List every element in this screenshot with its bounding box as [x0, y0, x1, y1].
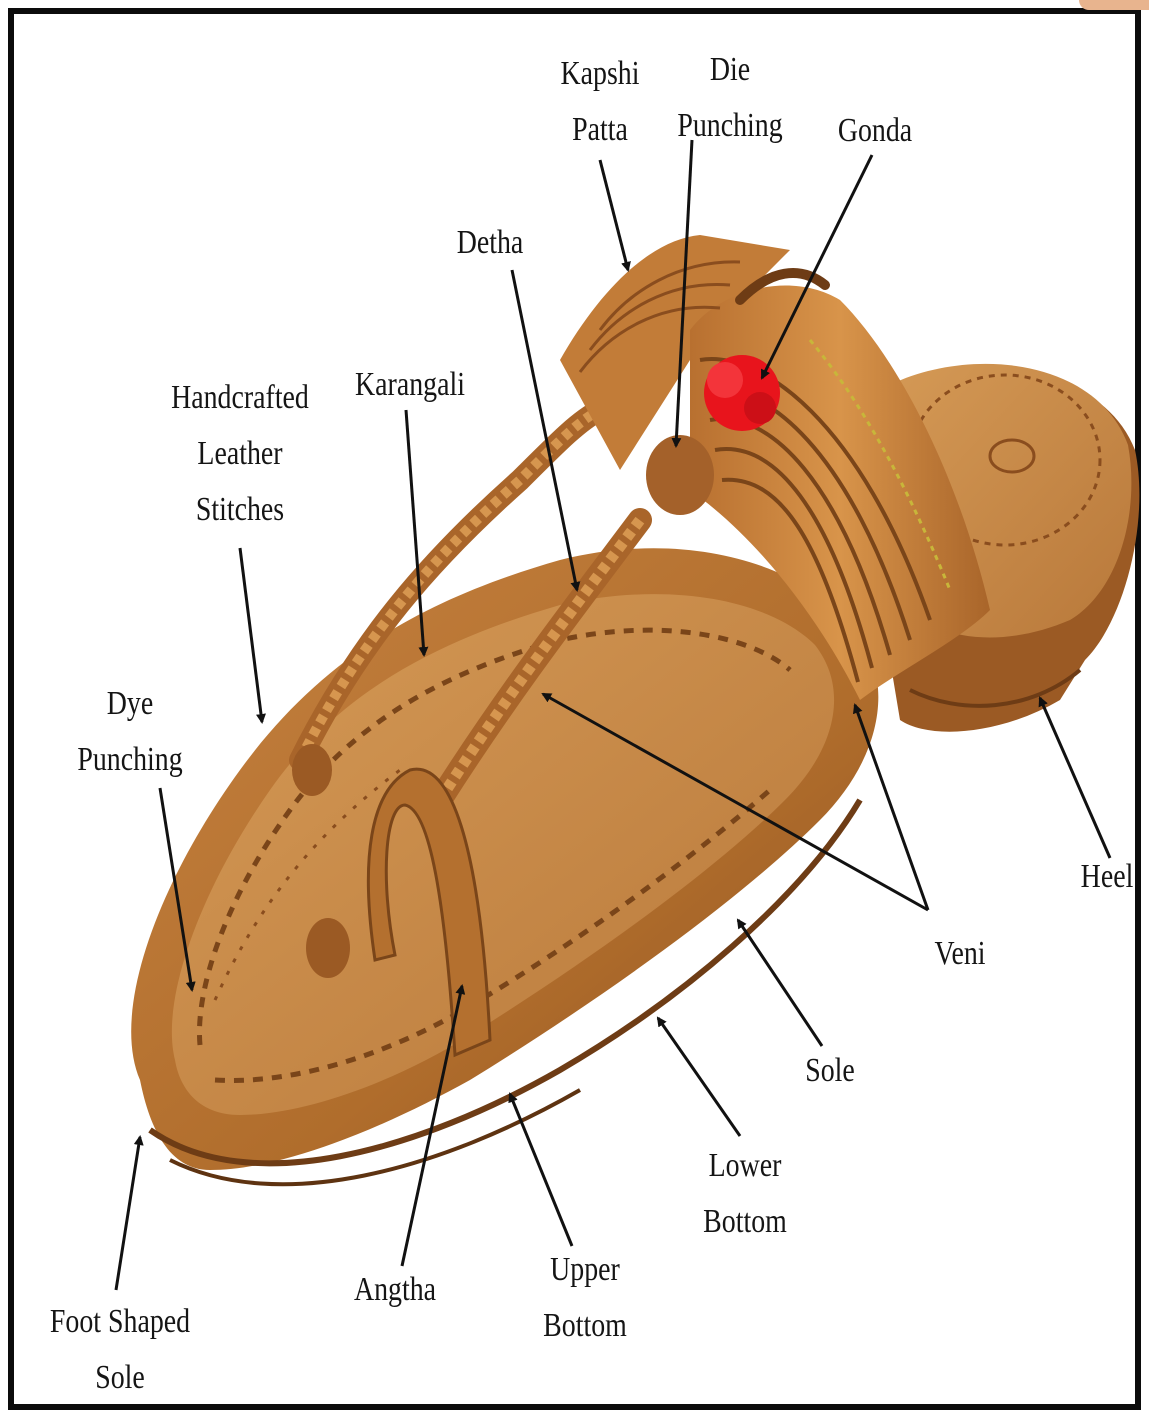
label-sole: Sole [789, 1043, 871, 1099]
label-heel: Heel [1070, 849, 1144, 905]
label-upper-bottom: Upper Bottom [524, 1242, 647, 1354]
label-detha: Detha [441, 215, 539, 271]
kapshi-patta-arrow [600, 160, 628, 270]
label-handcrafted-leather-stitches: Handcrafted Leather Stitches [158, 370, 322, 538]
sole-arrow [738, 920, 822, 1046]
upper-bottom-arrow [510, 1094, 572, 1246]
lower-bottom-arrow [658, 1018, 740, 1136]
label-karangali: Karangali [344, 357, 475, 413]
heel-arrow [1040, 698, 1110, 858]
label-foot-shaped-sole: Foot Shaped Sole [38, 1294, 202, 1406]
label-dye-punching: Dye Punching [64, 676, 195, 788]
label-kapshi-patta: Kapshi Patta [551, 46, 649, 158]
label-lower-bottom: Lower Bottom [684, 1138, 807, 1250]
label-veni: Veni [919, 926, 1001, 982]
veni-arrow-2 [855, 705, 928, 910]
label-die-punching: Die Punching [664, 42, 795, 154]
label-gonda: Gonda [822, 103, 929, 159]
foot-shaped-sole-arrow [116, 1137, 140, 1290]
label-angtha: Angtha [342, 1262, 449, 1318]
stitches-arrow [240, 548, 262, 722]
sole-body [131, 548, 878, 1184]
